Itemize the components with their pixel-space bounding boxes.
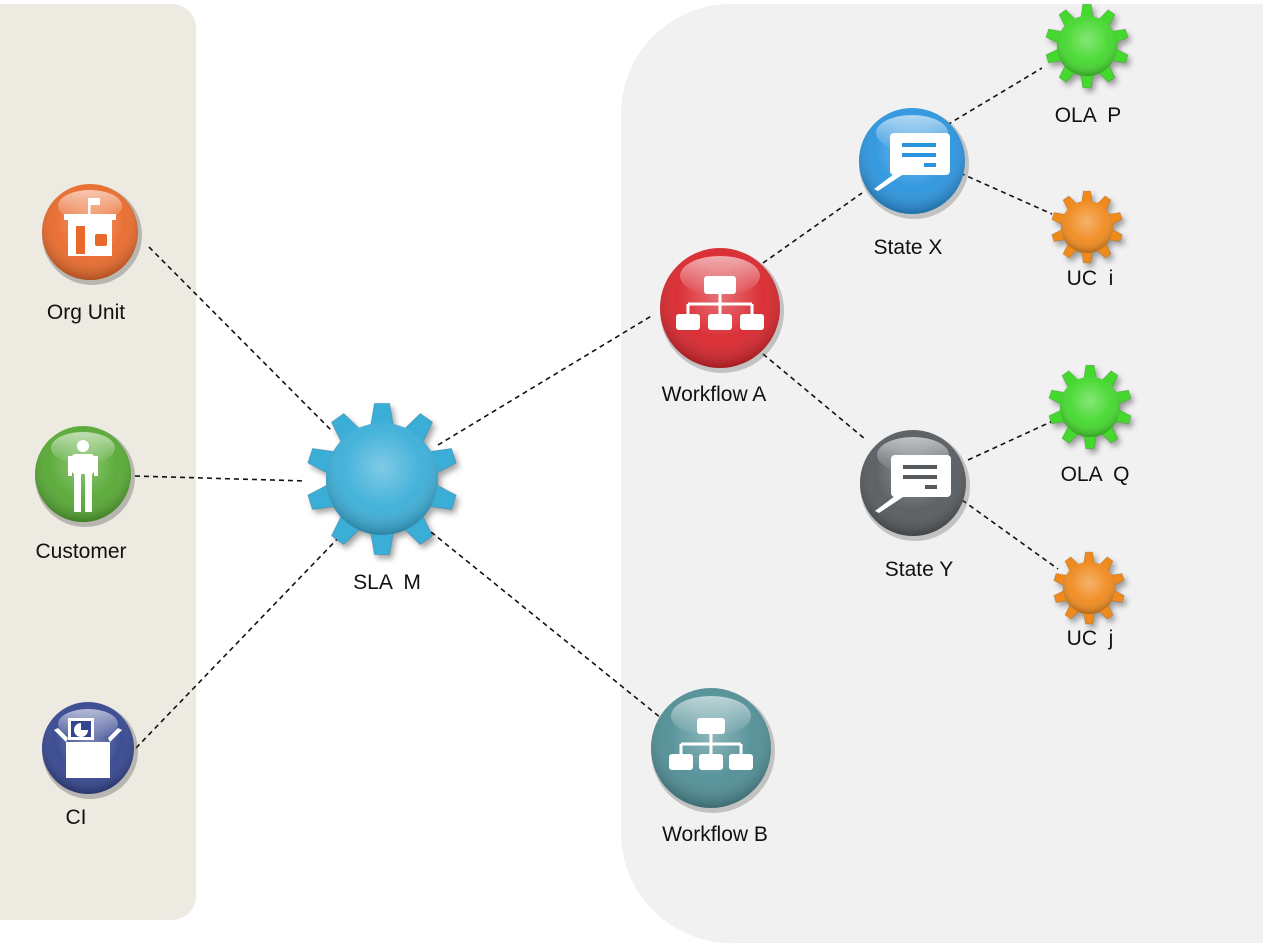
uc-i-label: UC i bbox=[1066, 267, 1114, 290]
gear-shade bbox=[326, 423, 438, 535]
org-unit-node[interactable] bbox=[42, 184, 142, 285]
gear-icon bbox=[1048, 364, 1132, 450]
state-y-node[interactable] bbox=[860, 430, 970, 541]
connectors bbox=[134, 67, 1059, 749]
org-chart-icon bbox=[651, 688, 775, 813]
gear-shade bbox=[1057, 16, 1117, 76]
state-x-label: State X bbox=[873, 236, 943, 259]
connector-ci-sla-m bbox=[135, 531, 345, 749]
org-chart-icon bbox=[660, 248, 784, 373]
uc-i-node[interactable] bbox=[1051, 190, 1123, 264]
connector-sla-m-workflow-a bbox=[437, 314, 654, 446]
connector-state-x-ola-p bbox=[946, 67, 1043, 126]
sla-m-label: SLA M bbox=[353, 571, 421, 594]
connector-state-y-uc-j bbox=[961, 499, 1059, 570]
building-icon bbox=[42, 184, 142, 285]
gear-shade bbox=[1061, 201, 1113, 253]
workflow-a-node[interactable] bbox=[660, 248, 784, 373]
ola-q-node[interactable] bbox=[1048, 364, 1132, 450]
connector-sla-m-workflow-b bbox=[430, 531, 662, 719]
ola-p-label: OLA P bbox=[1054, 104, 1122, 127]
gear-shade bbox=[1063, 562, 1115, 614]
sla-m-node[interactable] bbox=[307, 402, 457, 556]
gear-icon bbox=[307, 402, 457, 556]
person-icon bbox=[35, 426, 135, 527]
gear-icon bbox=[1051, 190, 1123, 264]
connector-org-unit-sla-m bbox=[148, 246, 334, 433]
ola-q-label: OLA Q bbox=[1060, 463, 1130, 486]
ci-label: CI bbox=[65, 806, 87, 829]
customer-node[interactable] bbox=[35, 426, 135, 527]
ola-p-node[interactable] bbox=[1045, 3, 1129, 89]
ci-node[interactable] bbox=[42, 702, 138, 799]
uc-j-label: UC j bbox=[1066, 627, 1114, 650]
connector-customer-sla-m bbox=[134, 475, 307, 482]
workflow-b-label: Workflow B bbox=[662, 823, 768, 846]
connector-workflow-a-state-x bbox=[762, 192, 863, 264]
state-x-node[interactable] bbox=[859, 108, 969, 219]
connector-workflow-a-state-y bbox=[762, 353, 866, 440]
customer-label: Customer bbox=[35, 540, 127, 563]
gear-icon bbox=[1045, 3, 1129, 89]
uc-j-node[interactable] bbox=[1053, 551, 1125, 625]
workflow-b-node[interactable] bbox=[651, 688, 775, 813]
state-y-label: State Y bbox=[884, 558, 954, 581]
connector-state-y-ola-q bbox=[967, 419, 1056, 461]
presentation-box-icon bbox=[42, 702, 138, 799]
workflow-a-label: Workflow A bbox=[661, 383, 767, 406]
gear-icon bbox=[1053, 551, 1125, 625]
document-pen-icon bbox=[860, 430, 970, 541]
org-unit-label: Org Unit bbox=[46, 301, 126, 324]
connector-state-x-uc-i bbox=[959, 172, 1053, 215]
document-pen-icon bbox=[859, 108, 969, 219]
gear-shade bbox=[1060, 377, 1120, 437]
